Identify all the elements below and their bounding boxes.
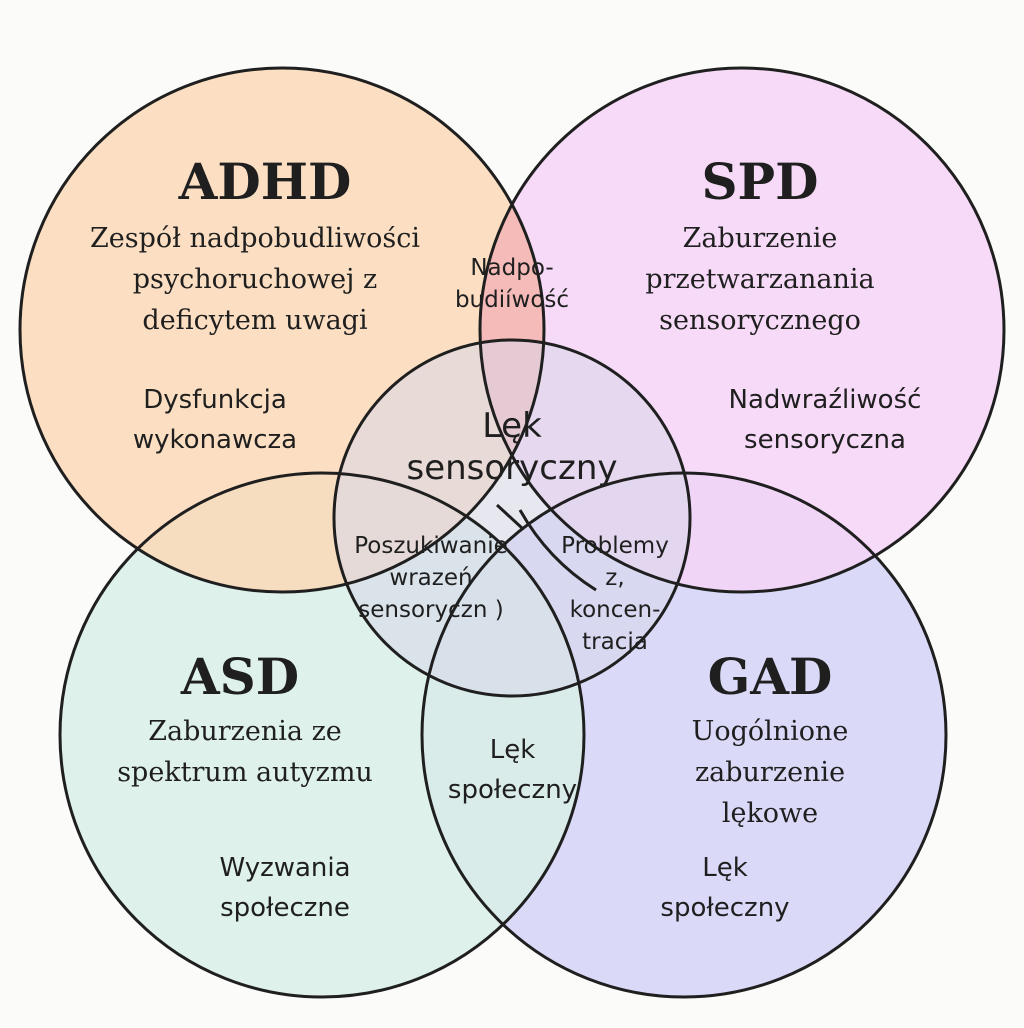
asd-description-line: Zaburzenia ze	[148, 716, 342, 747]
adhd-note: Dysfunkcja wykonawcza	[95, 380, 335, 460]
center-right-line: Problemy	[561, 533, 669, 559]
gad-description-line: lękowe	[721, 798, 819, 829]
asd-note-line: Wyzwania	[219, 853, 351, 883]
asd-description-line: spektrum autyzmu	[117, 757, 373, 788]
asd-gad-overlap-line: społeczny	[447, 775, 578, 805]
adhd-spd-overlap-label: Nadpo- budiíwość	[440, 252, 584, 316]
adhd-spd-overlap-line: budiíwość	[454, 287, 570, 313]
center-title-line: sensoryczny	[406, 448, 618, 488]
adhd-circle-outline	[18, 66, 546, 594]
adhd-description-line: deficytem uwagi	[142, 305, 368, 336]
spd-note-line: Nadwraźliwość	[728, 385, 922, 415]
asd-description: Zaburzenia ze spektrum autyzmu	[90, 711, 400, 793]
gad-description-line: zaburzenie	[694, 757, 846, 788]
spd-description-line: przetwarzanania	[645, 264, 875, 295]
center-right-line: koncen-	[569, 597, 661, 623]
center-right-line: z,	[605, 565, 625, 591]
asd-note-line: społeczne	[220, 893, 350, 923]
spd-circle-outline	[478, 66, 1006, 594]
gad-title: GAD	[707, 647, 833, 706]
spd-title: SPD	[701, 152, 819, 211]
spd-description-line: Zaburzenie	[682, 223, 838, 254]
center-curve-line	[518, 509, 597, 592]
gad-note-line: społeczny	[660, 893, 790, 923]
center-left-label: Poszukiwanie wrazeń sensoryczn )	[336, 530, 526, 626]
asd-note: Wyzwania społeczne	[170, 848, 400, 928]
center-circle-outline	[332, 338, 692, 698]
center-right-line: tracja	[582, 629, 648, 655]
asd-circle-outline	[58, 471, 586, 999]
spd-note-line: sensoryczna	[744, 425, 906, 455]
asd-gad-overlap-label: Lęk społeczny	[420, 730, 605, 810]
adhd-description: Zespół nadpobudliwości psychoruchowej z …	[60, 218, 450, 341]
spd-description: Zaburzenie przetwarzanania sensorycznego	[600, 218, 920, 341]
spd-description-line: sensorycznego	[659, 305, 861, 336]
asd-gad-overlap-line: Lęk	[489, 735, 536, 765]
center-cross-line	[495, 503, 524, 530]
gad-description-line: Uogólnione	[691, 716, 849, 747]
adhd-title: ADHD	[178, 152, 352, 211]
adhd-spd-overlap-line: Nadpo-	[470, 255, 554, 281]
spd-note: Nadwraźliwość sensoryczna	[695, 380, 955, 460]
center-right-label: Problemy z, koncen- tracja	[540, 530, 690, 658]
gad-description: Uogólnione zaburzenie lękowe	[640, 711, 900, 834]
adhd-note-line: Dysfunkcja	[143, 385, 287, 415]
adhd-note-line: wykonawcza	[132, 425, 298, 455]
gad-note-line: Lęk	[702, 853, 748, 883]
gad-note: Lęk społeczny	[625, 848, 825, 928]
center-left-line: sensoryczn )	[358, 597, 504, 623]
asd-title: ASD	[180, 647, 300, 706]
adhd-description-line: psychoruchowej z	[132, 264, 378, 295]
adhd-description-line: Zespół nadpobudliwości	[90, 223, 420, 254]
center-left-line: Poszukiwanie	[354, 533, 508, 559]
center-title-line: Lęk	[482, 406, 542, 446]
center-left-line: wrazeń	[389, 565, 473, 591]
center-title: Lęk sensoryczny	[362, 405, 662, 489]
